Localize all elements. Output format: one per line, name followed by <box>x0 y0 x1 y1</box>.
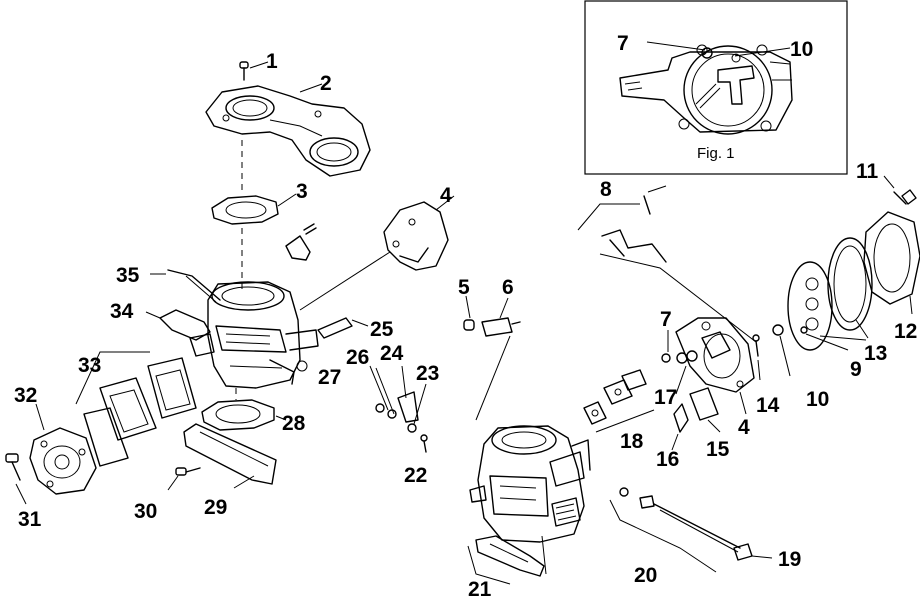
callout-25: 25 <box>370 318 394 341</box>
gasket-part-3 <box>211 193 297 225</box>
screw-part-14 <box>752 334 761 381</box>
lever-part-16 <box>671 403 689 451</box>
callout-18: 18 <box>620 430 644 453</box>
callout-6: 6 <box>502 276 514 299</box>
callout-26: 26 <box>346 346 369 369</box>
rod-part-20 <box>609 487 741 573</box>
callout-17: 17 <box>654 386 677 409</box>
callout-34: 34 <box>110 300 134 323</box>
gasket-part-28 <box>201 399 287 431</box>
callout-33: 33 <box>78 354 101 377</box>
callout-35: 35 <box>116 264 140 287</box>
callout-1: 1 <box>266 50 278 73</box>
screw-part-22 <box>420 434 428 453</box>
pump-cover-part-4-upper <box>383 195 455 271</box>
intake-plate-part-2 <box>205 85 371 177</box>
callout-10-inset: 10 <box>790 38 813 61</box>
callout-4-upper: 4 <box>440 184 452 207</box>
spring-part-17 <box>675 350 698 395</box>
plug-part-10 <box>772 324 791 377</box>
washer-part-7 <box>661 330 671 363</box>
callout-29: 29 <box>204 496 227 519</box>
plug-part-19 <box>733 543 773 561</box>
callout-28: 28 <box>282 412 306 435</box>
callout-23: 23 <box>416 362 439 385</box>
inset-leader-10 <box>734 47 791 57</box>
callout-27: 27 <box>318 366 341 389</box>
gasket-set-part-33 <box>75 351 197 467</box>
fitting-part-21 <box>467 535 547 585</box>
callout-31: 31 <box>18 508 42 531</box>
bracket-small <box>285 223 317 261</box>
callout-9-inset: 7 <box>617 32 629 55</box>
callout-7: 7 <box>660 308 672 331</box>
screw-part-9 <box>800 326 849 351</box>
callout-14: 14 <box>756 394 780 417</box>
callout-labels: 1 2 3 4 5 6 7 8 10 11 12 13 9 10 14 4 15… <box>14 38 917 598</box>
callout-24: 24 <box>380 342 404 365</box>
callout-8: 8 <box>600 178 612 201</box>
screw-part-11 <box>883 175 917 205</box>
screw-part-1 <box>239 61 269 81</box>
left-assembly <box>5 61 455 505</box>
pump-cover-part-4-lower <box>675 317 755 415</box>
callout-13: 13 <box>864 342 887 365</box>
bracket-part-29 <box>183 423 277 489</box>
gasket-set-part-18 <box>583 369 655 433</box>
screw-part-31 <box>5 453 27 505</box>
pump-cover-part-12 <box>863 211 920 315</box>
inset-leader-9 <box>646 41 706 51</box>
callout-11: 11 <box>856 160 879 183</box>
fuel-pump-part-32 <box>29 403 97 495</box>
screw-part-30 <box>167 467 201 491</box>
bracket-part-34 <box>145 309 211 341</box>
carburetor-body-left <box>189 281 319 389</box>
small-parts-23-27 <box>369 365 427 433</box>
diaphragm-part-13 <box>787 237 873 351</box>
callout-16: 16 <box>656 448 679 471</box>
inset-diaphragm-cover <box>619 44 793 135</box>
valve-part-6 <box>481 297 521 337</box>
callout-20: 20 <box>634 564 657 587</box>
callout-30: 30 <box>134 500 157 523</box>
inset-caption: Fig. 1 <box>697 145 735 162</box>
inset-fig-1: 7 Fig. 1 <box>584 0 848 175</box>
callout-9: 9 <box>850 358 862 381</box>
plug-part-5 <box>463 295 475 331</box>
inset-frame <box>584 0 848 175</box>
callout-32: 32 <box>14 384 37 407</box>
callout-15: 15 <box>706 438 730 461</box>
right-assembly <box>463 175 920 585</box>
callout-22: 22 <box>404 464 427 487</box>
callout-12: 12 <box>894 320 917 343</box>
callout-21: 21 <box>468 578 492 598</box>
callout-3: 3 <box>296 180 308 203</box>
callout-5: 5 <box>458 276 470 299</box>
callout-10: 10 <box>806 388 829 411</box>
carburetor-body-right <box>469 425 591 543</box>
callout-4-lower: 4 <box>738 416 750 439</box>
screw-part-25 <box>317 317 369 339</box>
plate-part-15 <box>689 387 721 433</box>
long-screw-part-35 <box>150 269 221 303</box>
callout-19: 19 <box>778 548 801 571</box>
callout-2: 2 <box>320 72 332 95</box>
